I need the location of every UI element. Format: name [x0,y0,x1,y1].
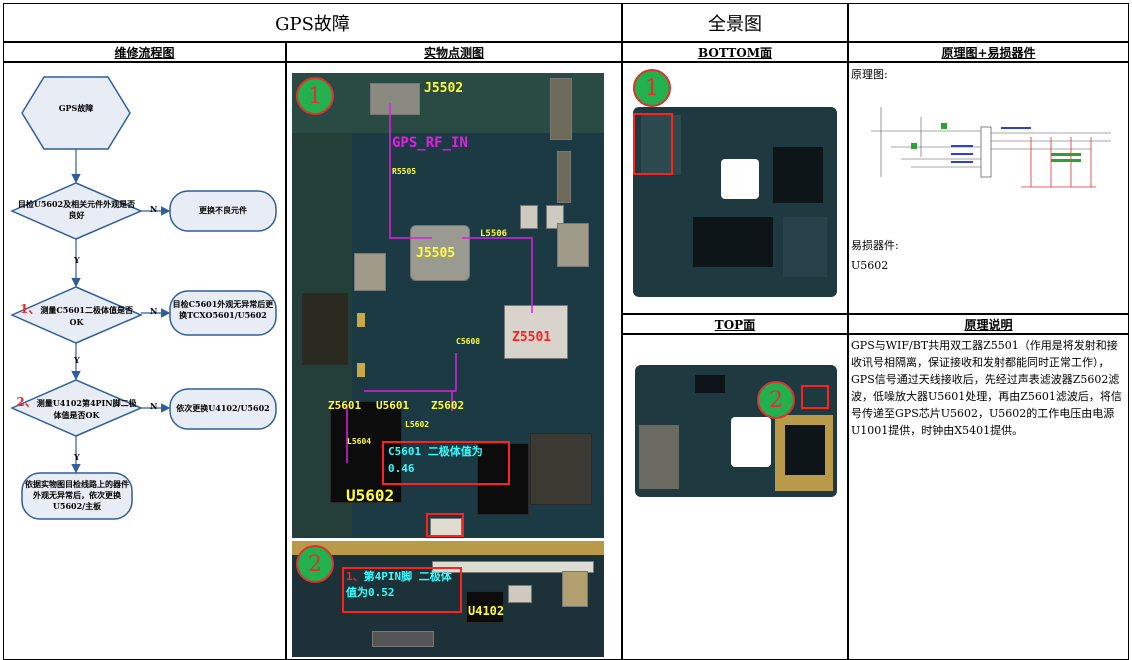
flow-yes-3: Y [74,452,80,462]
pcb-photo-top: 1 J5502 GPS_RF_IN R5505 L5506 J5505 C560… [292,73,604,538]
badge-1-bottom: 1 [633,69,671,107]
page-title-text: GPS故障 [275,13,350,35]
bottom-header: BOTTOM面 [622,42,848,62]
flow-a3-text: 依次更换U4102/U5602 [176,403,270,413]
flow-yes-1: Y [74,255,80,265]
label-l5602: L5602 [405,420,430,429]
bottom-panel: 1 [622,62,848,314]
flow-q1-text: 目检U5602及相关元件外观是否良好 [17,199,136,220]
label-z5602: Z5602 [431,399,465,412]
badge-2-photo: 2 [296,545,334,583]
top-highlight-box [801,385,829,409]
u4102-pin-highlight-box [342,567,462,613]
principle-text: GPS与WIF/BT共用双工器Z5501（作用是将发射和接收讯号相隔离，保证接收… [851,339,1122,437]
label-j5505: J5505 [416,246,456,261]
top-panel: 2 [622,334,848,660]
flow-q2-num: 1、 [20,302,41,316]
label-z5601: Z5601 [328,399,362,412]
vulnerable-label: 易损器件: [851,239,899,252]
badge-1-photo: 1 [296,77,334,115]
decision-2-diamond [10,286,143,344]
flow-yes-2: Y [74,355,80,365]
label-pin-note-num: 1、 [346,570,364,583]
badge-2-top: 2 [757,381,795,419]
start-hexagon [21,76,131,150]
panorama-title-text: 全景图 [708,13,762,35]
schematic-drawing [871,107,1111,188]
label-u5601: U5601 [376,399,410,412]
top-header: TOP面 [622,314,848,334]
principle-panel: GPS与WIF/BT共用双工器Z5501（作用是将发射和接收讯号相隔离，保证接收… [848,334,1129,660]
top-header-text: TOP面 [714,317,756,332]
label-pin-note: 1、第4PIN脚 二极体值为0.52 [346,569,458,601]
label-c5601-note: C5601 二极体值为0.46 [388,445,483,475]
pcb-photo-bottom: 2 1、第4PIN脚 二极体值为0.52 U4102 [292,541,604,657]
flow-end-text: 依据实物图目检线路上的器件外观无异常后，依次更换U5602/主板 [25,479,129,511]
schematic-label: 原理图: [851,68,888,81]
label-u5602: U5602 [346,486,395,505]
bottom-board-image [633,107,837,297]
label-u4102: U4102 [468,604,505,618]
top-board-image [635,365,837,497]
flow-a2-text: 目检C5601外观无异常后更换TCXO5601/U5602 [172,299,274,320]
principle-header-text: 原理说明 [964,317,1013,332]
principle-header: 原理说明 [848,314,1129,334]
label-gps-rf-in: GPS_RF_IN [392,135,468,151]
bottom-highlight-box [633,113,673,175]
flow-q2-text: 测量C5601二极体值是否OK [40,305,133,327]
flowchart-svg [10,76,277,520]
flow-no-2: N [150,306,158,316]
label-l5604: L5604 [347,437,372,446]
page-title: GPS故障 [3,3,622,42]
schematic-header-text: 原理图+易损器件 [941,45,1036,60]
c5601-part-highlight [426,513,464,537]
measure-panel: 1 J5502 GPS_RF_IN R5505 L5506 J5505 C560… [286,62,622,660]
j5505-connector [410,225,470,281]
label-l5506: L5506 [480,229,508,239]
flowchart-panel: GPS故障 目检U5602及相关元件外观是否良好 更换不良元件 1、测量C560… [3,62,286,660]
bottom-header-text: BOTTOM面 [698,45,772,60]
flow-q3-num: 2、 [16,395,37,409]
schematic-panel: 原理图: [848,62,1129,314]
flowchart-header: 维修流程图 [3,42,286,62]
flowchart-header-text: 维修流程图 [114,45,175,60]
flow-no-3: N [150,401,158,411]
z5501-component [504,305,568,359]
u5602-chip [330,401,402,503]
label-z5501: Z5501 [512,330,552,345]
c5601-highlight-box [382,441,510,485]
label-r5505: R5505 [392,167,417,176]
flow-start-text: GPS故障 [58,103,94,113]
vulnerable-part: U5602 [851,259,889,272]
panorama-title: 全景图 [622,3,848,42]
flow-q3: 2、测量U4102第4PIN脚二极体值是否OK [14,396,139,421]
j5502-connector [370,83,420,115]
label-c5608: C5608 [456,337,481,346]
measure-header: 实物点测图 [286,42,622,62]
flow-q3-text: 测量U4102第4PIN脚二极体值是否OK [36,398,137,420]
flow-q2: 1、测量C5601二极体值是否OK [14,303,139,328]
blank-header-cell [848,3,1129,42]
label-j5502: J5502 [424,81,464,96]
label-pin-note-text: 第4PIN脚 二极体值为0.52 [346,570,452,599]
measure-header-text: 实物点测图 [423,45,484,60]
schematic-header: 原理图+易损器件 [848,42,1129,62]
flow-a1-text: 更换不良元件 [199,205,247,215]
flow-no-1: N [150,204,158,214]
